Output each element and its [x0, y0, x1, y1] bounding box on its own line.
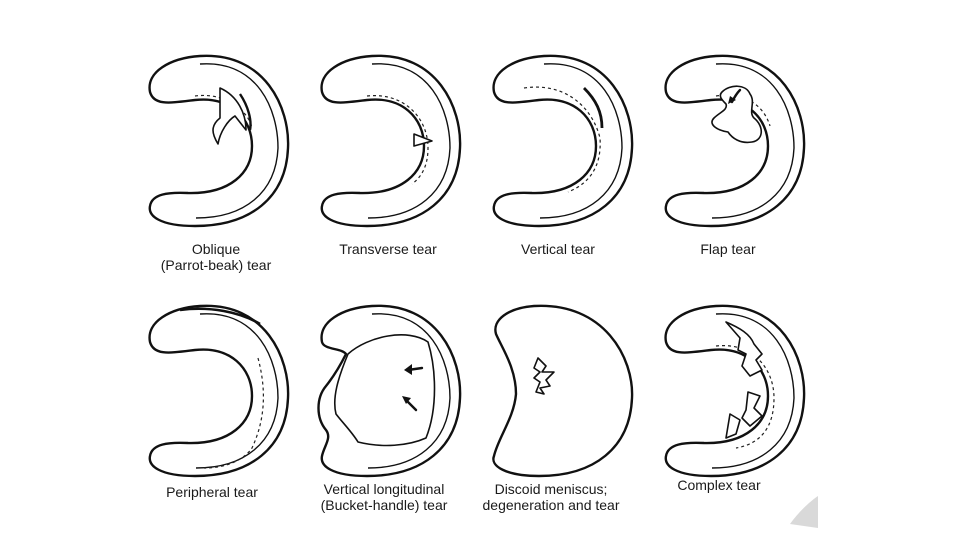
caption-discoid-meniscus: Discoid meniscus;degeneration and tear	[456, 481, 646, 513]
caption-complex-tear: Complex tear	[624, 477, 814, 493]
panel-discoid-meniscus	[493, 306, 632, 476]
panel-flap-tear	[666, 56, 805, 226]
caption-bucket-handle-tear: Vertical longitudinal(Bucket-handle) tea…	[289, 481, 479, 513]
caption-flap-tear: Flap tear	[633, 241, 823, 257]
caption-oblique-tear: Oblique(Parrot-beak) tear	[121, 241, 311, 273]
panel-complex-tear	[666, 306, 805, 476]
caption-vertical-tear: Vertical tear	[463, 241, 653, 257]
caption-peripheral-tear: Peripheral tear	[117, 484, 307, 500]
panel-bucket-handle-tear	[319, 306, 461, 476]
panel-vertical-tear	[494, 56, 633, 226]
panel-transverse-tear	[322, 56, 461, 226]
panel-peripheral-tear	[150, 306, 289, 476]
scan-smudge	[790, 496, 818, 528]
caption-transverse-tear: Transverse tear	[293, 241, 483, 257]
panel-oblique-tear	[150, 56, 289, 226]
